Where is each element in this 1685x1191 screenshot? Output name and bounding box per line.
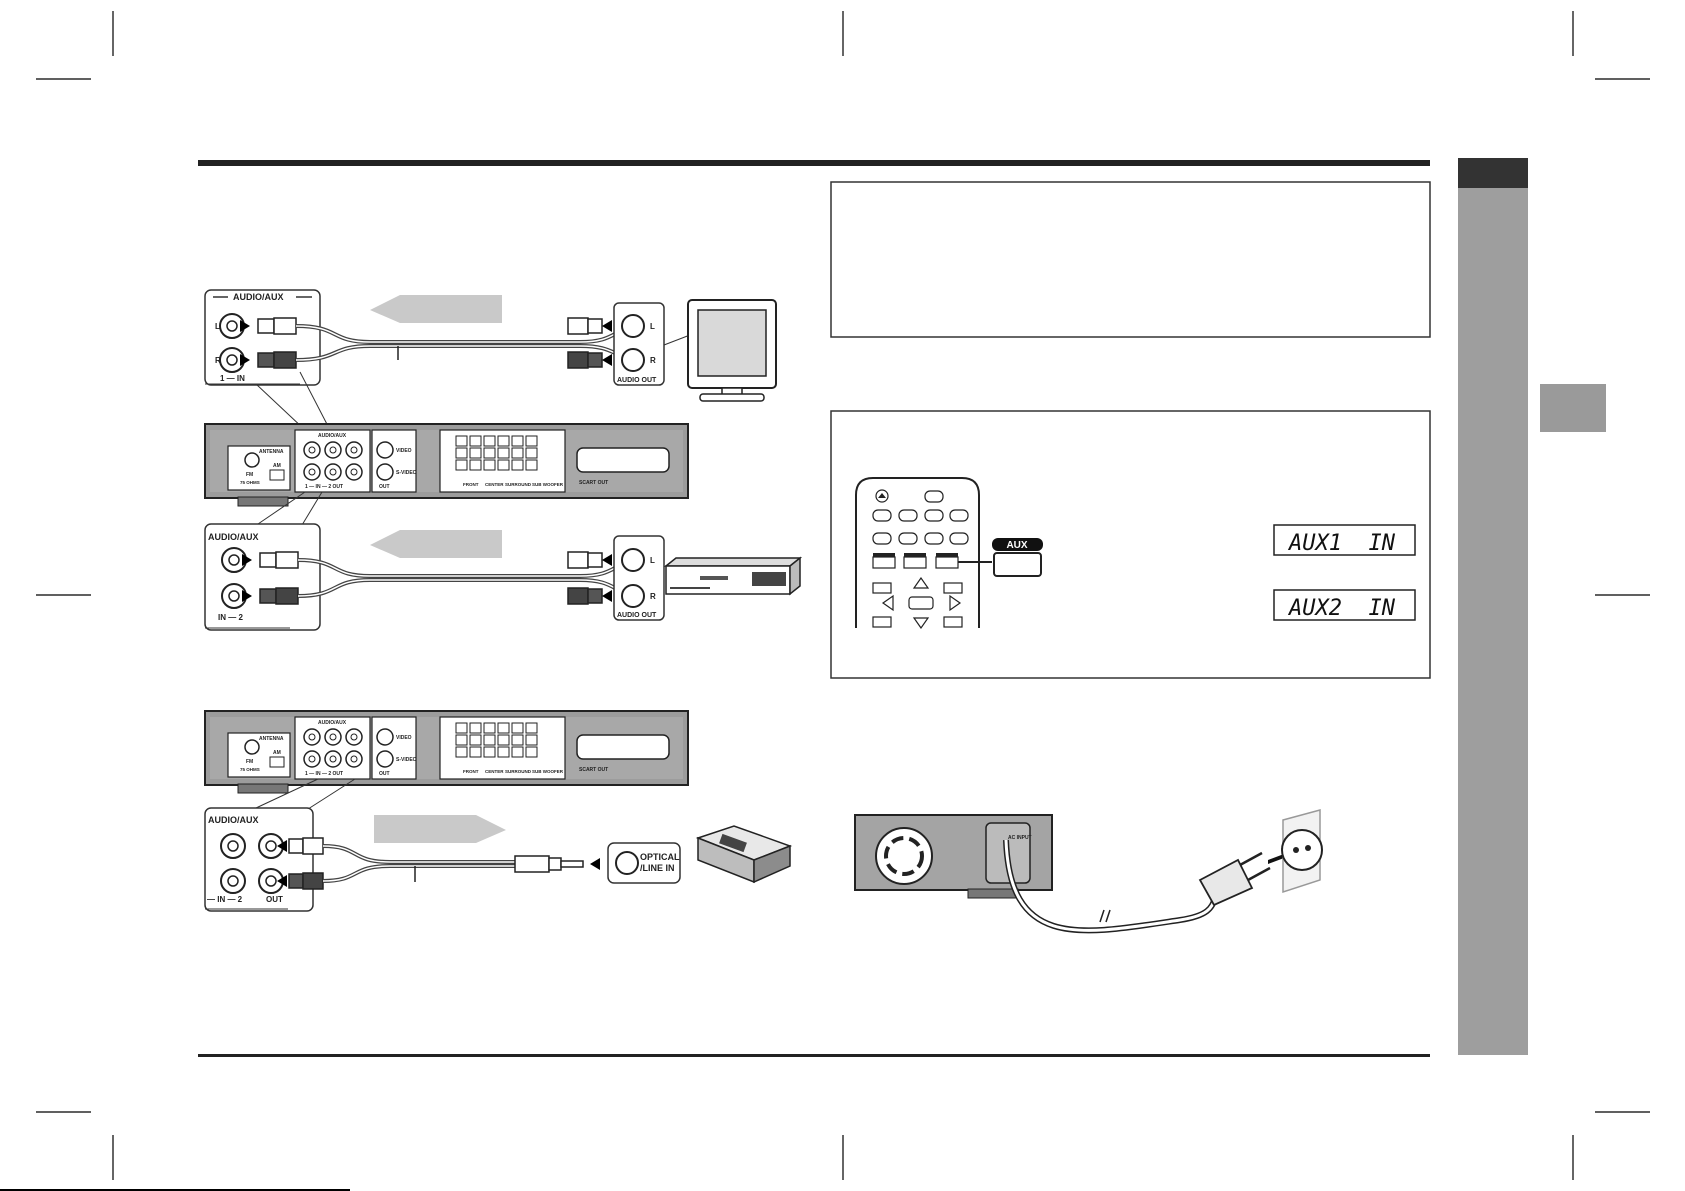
ac-power-figure: AC INPUT xyxy=(854,809,1323,934)
fm-label-2: FM xyxy=(246,759,253,765)
panel-scart-2: SCART OUT xyxy=(579,767,608,773)
jack-r-label: R xyxy=(215,356,221,365)
spk-surround: SURROUND xyxy=(505,482,532,487)
display-aux1: AUX1 IN xyxy=(1273,524,1416,556)
unit-rear-panel-bottom: ANTENNA FM 75 OHMS AM AUDIO/AUX 1 — IN —… xyxy=(204,710,689,794)
antenna-label: ANTENNA xyxy=(259,449,284,455)
spk-subwoofer: SUB WOOFER xyxy=(532,482,564,487)
jack-l-label: L xyxy=(215,322,220,331)
in2-bottom-label: — IN — 2 xyxy=(207,895,243,904)
fm-label: FM xyxy=(246,472,253,478)
aux-button-label: AUX xyxy=(1006,540,1027,551)
panel-svideo: S-VIDEO xyxy=(396,470,417,476)
out-bottom-label: OUT xyxy=(266,895,283,904)
am-label-2: AM xyxy=(273,750,281,756)
footer-rule xyxy=(198,1054,1430,1057)
spk-center-2: CENTER xyxy=(485,769,504,774)
ac-input-label: AC INPUT xyxy=(1008,835,1032,841)
vcr-connection-figure: AUDIO/AUX IN — 2 L R AUDIO OUT xyxy=(204,523,803,631)
display-aux2-text: AUX2 IN xyxy=(1287,596,1396,621)
remote-control xyxy=(855,477,992,630)
vcr-illustration xyxy=(663,556,803,596)
crop-marks xyxy=(0,11,1650,1191)
md-connection-figure: AUDIO/AUX — IN — 2 OUT OPTICAL /LINE IN xyxy=(204,807,793,912)
display-aux2: AUX2 IN xyxy=(1273,589,1416,621)
side-tab-top xyxy=(1458,158,1528,188)
audio-out-label-2: AUDIO OUT xyxy=(617,612,657,619)
in1-label: 1 — IN xyxy=(220,374,245,383)
audio-aux-label-2: AUDIO/AUX xyxy=(208,532,259,542)
spk-front: FRONT xyxy=(463,482,479,487)
panel-jacks-row-2: 1 — IN — 2 OUT xyxy=(305,771,343,777)
fm-ohms-label: 75 OHMS xyxy=(240,480,260,485)
audio-aux-label: AUDIO/AUX xyxy=(233,292,284,302)
panel-video-2: VIDEO xyxy=(396,735,412,741)
header-rule xyxy=(198,160,1430,166)
line-in-label: /LINE IN xyxy=(640,863,675,873)
panel-scart: SCART OUT xyxy=(579,480,608,486)
note-box xyxy=(830,181,1431,338)
optical-label: OPTICAL xyxy=(640,852,680,862)
in2-label: IN — 2 xyxy=(218,613,243,622)
tv-illustration xyxy=(687,299,777,402)
tv-connection-figure: AUDIO/AUX L R 1 — IN L R xyxy=(204,289,777,402)
panel-jacks-row: 1 — IN — 2 OUT xyxy=(305,484,343,490)
fm-ohms-label-2: 75 OHMS xyxy=(240,767,260,772)
am-label: AM xyxy=(273,463,281,469)
panel-svideo-2: S-VIDEO xyxy=(396,757,417,763)
panel-out-2: OUT xyxy=(379,771,390,777)
panel-audio-aux-2: AUDIO/AUX xyxy=(318,720,347,726)
section-tab xyxy=(1540,384,1606,432)
audio-aux-label-3: AUDIO/AUX xyxy=(208,815,259,825)
aux-select-box xyxy=(830,410,1431,679)
tv-jack-l: L xyxy=(650,322,655,331)
spk-surround-2: SURROUND xyxy=(505,769,532,774)
spk-front-2: FRONT xyxy=(463,769,479,774)
unit-rear-panel-top: ANTENNA FM 75 OHMS AM AUDIO/AUX 1 — IN —… xyxy=(204,423,689,507)
display-aux1-text: AUX1 IN xyxy=(1287,531,1396,556)
tv-jack-r: R xyxy=(650,356,656,365)
md-recorder-illustration xyxy=(695,825,793,884)
spk-center: CENTER xyxy=(485,482,504,487)
audio-out-label: AUDIO OUT xyxy=(617,377,657,384)
antenna-label-2: ANTENNA xyxy=(259,736,284,742)
spk-subwoofer-2: SUB WOOFER xyxy=(532,769,564,774)
panel-video: VIDEO xyxy=(396,448,412,454)
vcr-jack-r: R xyxy=(650,592,656,601)
side-tab-bar xyxy=(1458,158,1528,1055)
vcr-jack-l: L xyxy=(650,556,655,565)
panel-out: OUT xyxy=(379,484,390,490)
aux-button-callout: AUX xyxy=(992,538,1043,577)
panel-audio-aux: AUDIO/AUX xyxy=(318,433,347,439)
